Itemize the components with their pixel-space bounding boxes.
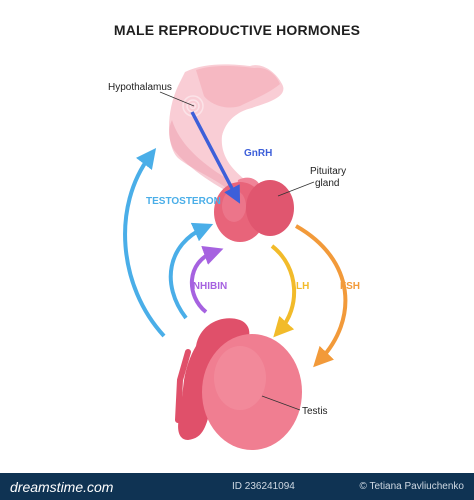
hypothalamus-label: Hypothalamus — [108, 82, 172, 93]
testosteron-label: TESTOSTERON — [146, 196, 221, 207]
hormone-diagram: Hypothalamus GnRH Pituitary gland TESTOS… — [108, 64, 360, 450]
inhibin-label: INHIBIN — [190, 281, 227, 292]
footer-site: dreamstime.com — [10, 479, 114, 495]
testis-shape — [175, 318, 302, 450]
footer-bar: dreamstime.com ID 236241094 © Tetiana Pa… — [0, 473, 474, 500]
diagram-title: MALE REPRODUCTIVE HORMONES — [113, 22, 361, 38]
inhibin-arrow — [190, 245, 224, 314]
pituitary-gland-shape — [214, 177, 294, 242]
gnrh-arrow — [190, 111, 241, 204]
pituitary-label-line1: Pituitary — [310, 166, 346, 177]
inhibin-arrow-upper — [168, 222, 214, 320]
lh-arrow — [270, 244, 297, 338]
gnrh-label: GnRH — [244, 148, 272, 159]
footer-image-id: ID 236241094 — [232, 481, 295, 492]
fsh-arrow — [295, 224, 348, 368]
footer-author: © Tetiana Pavliuchenko — [359, 481, 464, 492]
pituitary-label-line2: gland — [315, 178, 339, 189]
hypothalamus-leader-line — [159, 91, 195, 107]
pituitary-leader-line — [277, 181, 315, 197]
testosteron-arrow — [123, 148, 166, 338]
hypothalamus-shape — [169, 64, 284, 196]
testis-leader-line — [261, 395, 301, 411]
lh-label: LH — [296, 281, 309, 292]
fsh-label: FSH — [340, 281, 360, 292]
testis-label: Testis — [302, 406, 328, 417]
